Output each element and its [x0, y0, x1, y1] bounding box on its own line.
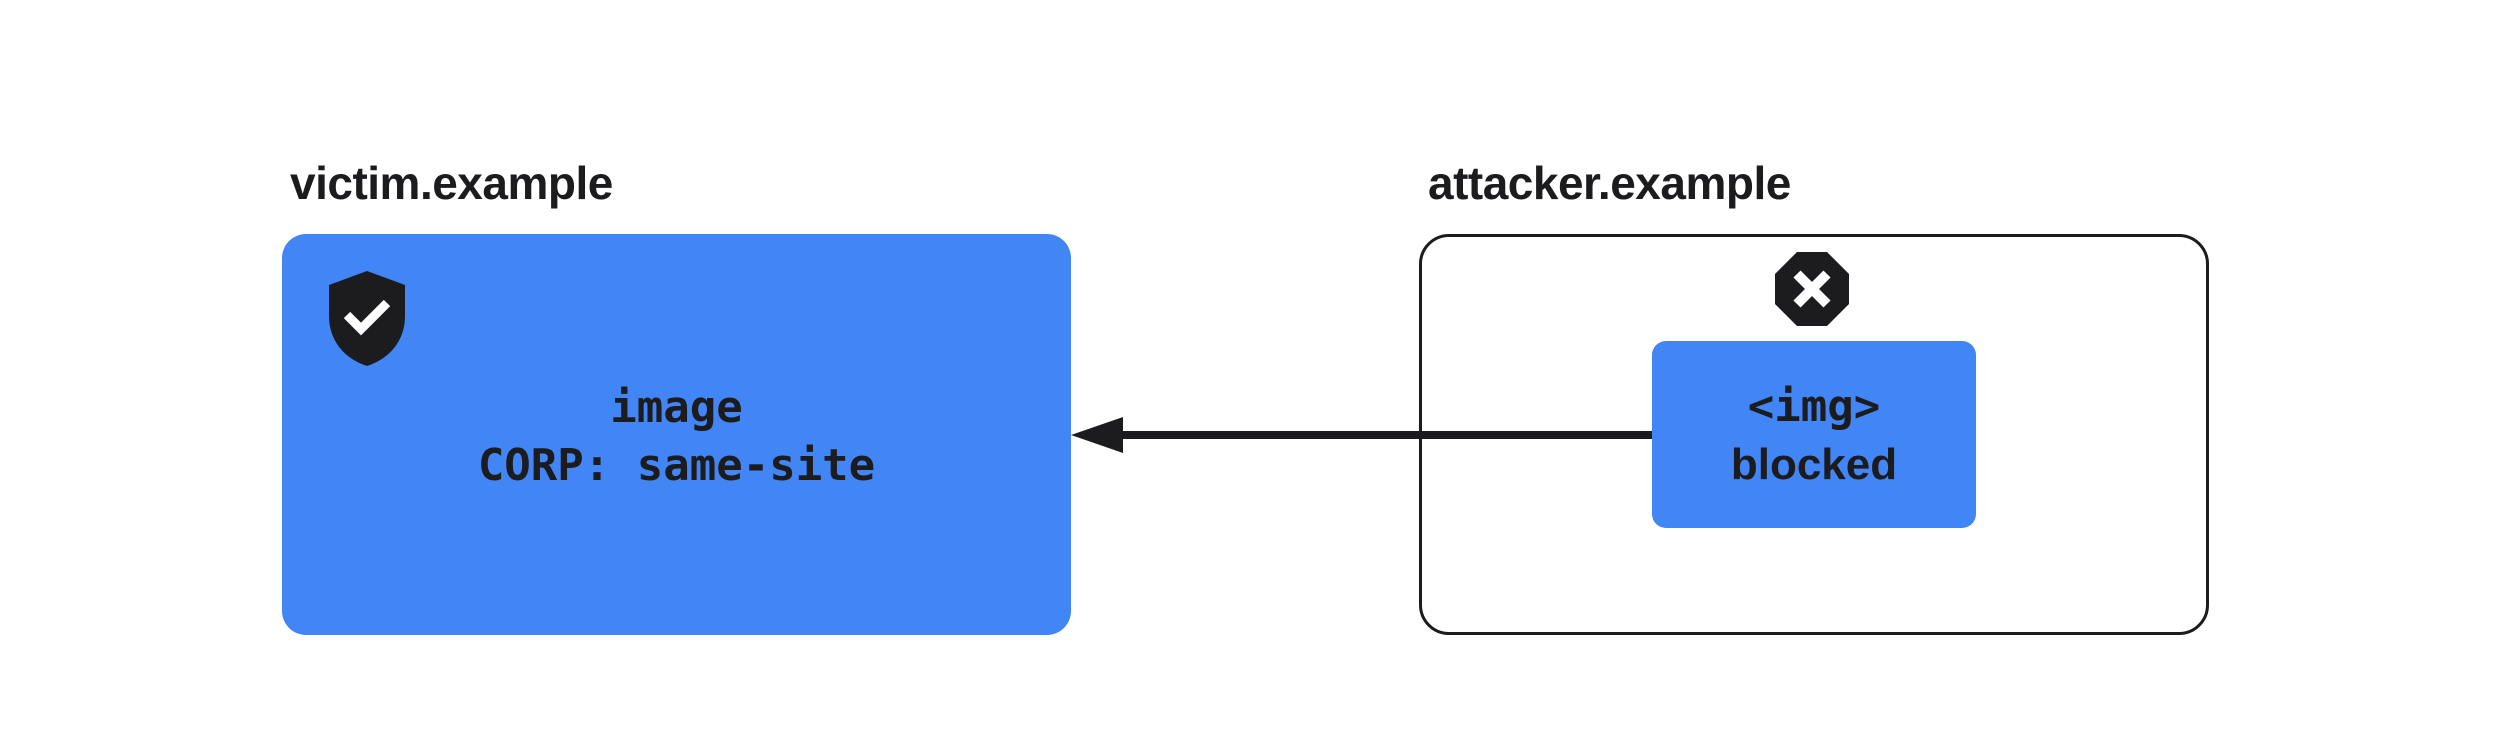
attacker-site-label: attacker.example — [1428, 157, 1791, 209]
request-arrow — [1071, 417, 1658, 453]
shield-check-icon — [329, 271, 405, 366]
corp-header: CORP: same-site — [477, 440, 876, 491]
arrow-head — [1071, 417, 1123, 453]
img-tag: <img> — [1747, 381, 1881, 432]
victim-resource-box: image CORP: same-site — [282, 234, 1071, 635]
stop-x-icon — [1775, 252, 1849, 326]
blocked-status: blocked — [1730, 440, 1898, 489]
victim-site-label: victim.example — [290, 157, 613, 209]
resource-type: image — [610, 382, 743, 433]
blocked-img-box: <img> blocked — [1652, 341, 1976, 528]
